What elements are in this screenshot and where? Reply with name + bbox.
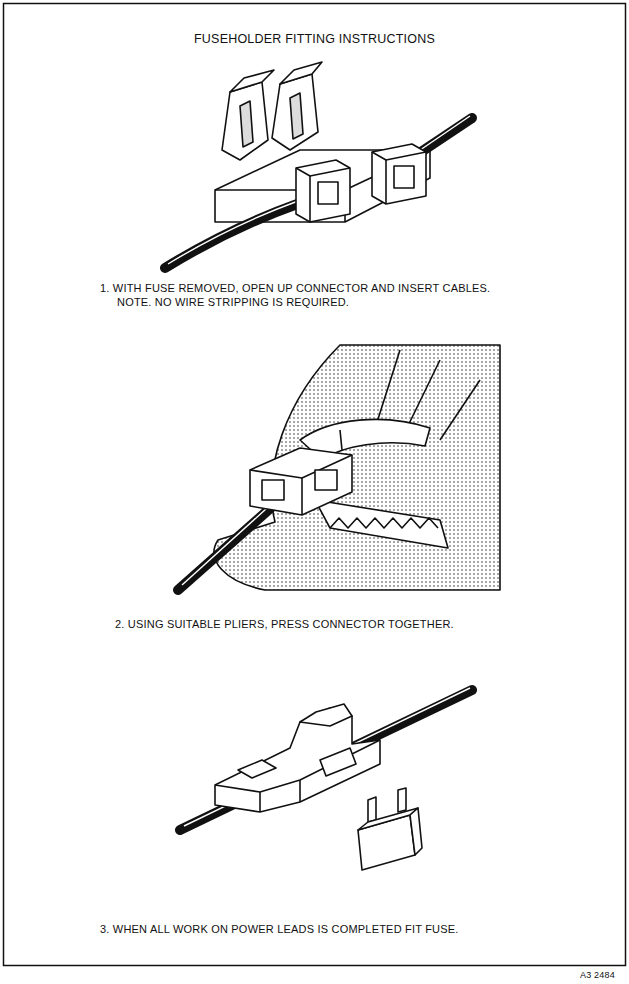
illustration-part bbox=[222, 82, 268, 160]
illustration-part bbox=[296, 160, 350, 222]
illustration-part bbox=[168, 201, 298, 264]
illustration-part bbox=[259, 792, 261, 812]
step-text: 2. USING SUITABLE PLIERS, PRESS CONNECTO… bbox=[115, 618, 454, 630]
illustration-part bbox=[182, 480, 298, 585]
illustration-part bbox=[215, 708, 380, 812]
illustration-part bbox=[180, 690, 472, 830]
illustration-part bbox=[214, 345, 500, 590]
illustration-part bbox=[165, 203, 300, 268]
closed-connector-and-fuse bbox=[180, 688, 472, 870]
illustration-part bbox=[315, 500, 448, 548]
illustration-part bbox=[358, 808, 418, 830]
illustration-part bbox=[240, 101, 253, 147]
step-text: 3. WHEN ALL WORK ON POWER LEADS IS COMPL… bbox=[100, 923, 459, 935]
pliers-and-hand bbox=[178, 345, 500, 590]
page-frame bbox=[4, 4, 626, 966]
illustration-part bbox=[296, 168, 350, 176]
illustration-part bbox=[215, 740, 380, 792]
illustration-part bbox=[330, 518, 438, 528]
illustration-part bbox=[280, 62, 322, 84]
illustration-part bbox=[184, 688, 470, 826]
illustration-part bbox=[290, 93, 303, 139]
illustration-part bbox=[368, 797, 376, 822]
title: FUSEHOLDER FITTING INSTRUCTIONS bbox=[194, 32, 435, 46]
open-connector bbox=[165, 62, 472, 268]
step-text: 1. WITH FUSE REMOVED, OPEN UP CONNECTOR … bbox=[100, 282, 490, 294]
illustration-part bbox=[340, 430, 342, 450]
reference-number: A3 2484 bbox=[580, 970, 615, 980]
illustration-part bbox=[262, 480, 284, 500]
illustration-part bbox=[385, 160, 387, 204]
illustration-part bbox=[394, 166, 414, 188]
illustration-part bbox=[410, 808, 422, 855]
illustration-part bbox=[398, 788, 406, 812]
illustration-part bbox=[300, 704, 352, 726]
illustration-part bbox=[320, 748, 356, 776]
illustration-part bbox=[272, 74, 318, 150]
note-text: NOTE. NO WIRE STRIPPING IS REQUIRED. bbox=[117, 296, 349, 308]
illustration-part bbox=[372, 152, 426, 160]
illustration-part bbox=[372, 144, 426, 204]
illustration-part bbox=[315, 470, 337, 490]
illustration-part bbox=[238, 760, 276, 778]
illustration-part bbox=[230, 70, 274, 92]
illustration-part bbox=[318, 182, 338, 204]
illustration-part bbox=[301, 478, 303, 515]
illustration-part bbox=[299, 780, 301, 802]
illustration-part bbox=[309, 176, 311, 222]
illustration-part bbox=[250, 448, 352, 515]
